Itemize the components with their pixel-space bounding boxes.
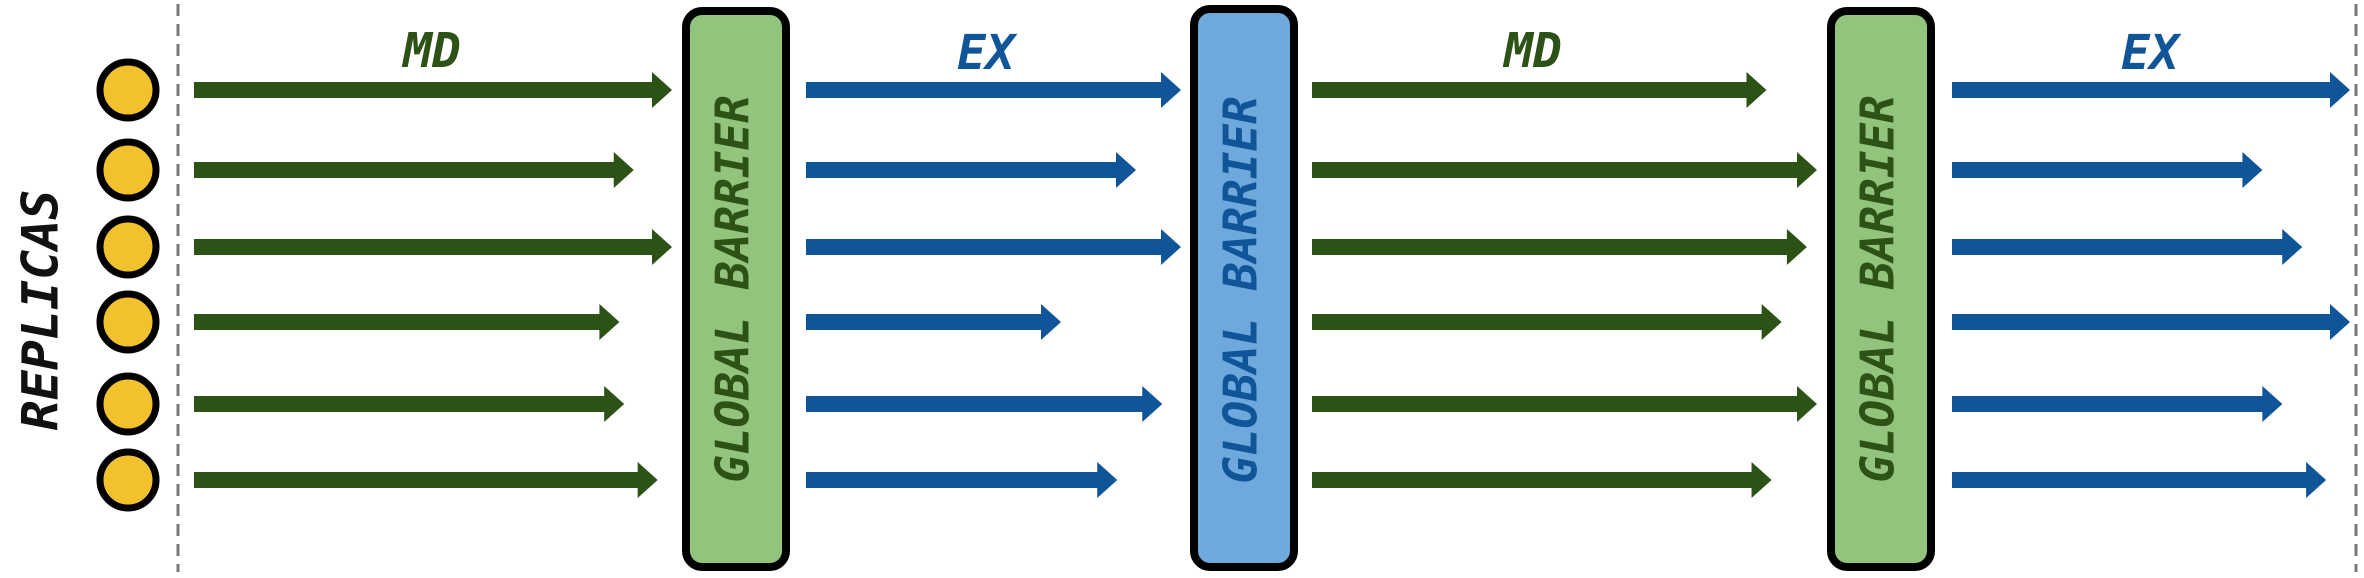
ex-progress-arrow [1952,72,2350,108]
replica-circle [96,215,160,279]
global-barrier-3: GLOBAL BARRIER [1827,7,1935,571]
arrow-shaft [806,314,1043,330]
barrier-box [682,7,790,571]
arrow-shaft [194,314,602,330]
arrow-head [2330,304,2350,340]
phase-labels: MD EX MD EX [401,23,2182,81]
phase-label-ex-1: EX [957,25,1018,81]
arrow-head [1041,304,1061,340]
arrow-shaft [806,162,1118,178]
ex-progress-arrow [1952,152,2263,188]
ex-progress-arrow [1952,462,2327,498]
arrow-shaft [1952,239,2285,255]
ex-progress-arrow [806,462,1118,498]
arrow-shaft [1952,82,2332,98]
arrow-head [1142,386,1163,422]
barrier-label: GLOBAL BARRIER [1214,96,1268,484]
arrow-head [1161,72,1181,108]
arrow-head [652,72,672,108]
arrow-head [2262,386,2283,422]
replica-progress-arrows [194,72,2350,498]
arrow-shaft [1312,239,1789,255]
arrow-shaft [806,396,1145,412]
phase-label-ex-2: EX [2121,25,2182,81]
barrier-box [1827,7,1935,571]
md-progress-arrow [194,304,620,340]
replica-circle [96,138,160,202]
ex-progress-arrow [806,229,1181,265]
arrow-shaft [194,396,607,412]
replica-circle [96,372,160,436]
arrow-head [1797,152,1817,188]
ex-progress-arrow [806,304,1061,340]
arrow-head [1797,386,1817,422]
md-progress-arrow [1312,462,1772,498]
replica-circle [96,290,160,354]
arrow-shaft [1312,472,1754,488]
arrow-head [2330,72,2350,108]
arrow-shaft [1952,162,2245,178]
arrow-shaft [806,82,1163,98]
md-progress-arrow [1312,72,1767,108]
arrow-shaft [194,472,640,488]
arrow-head [2306,462,2327,498]
global-barrier-1: GLOBAL BARRIER [682,7,790,571]
arrow-shaft [1952,396,2265,412]
arrow-shaft [806,239,1163,255]
arrow-head [1161,229,1181,265]
md-progress-arrow [1312,386,1817,422]
arrow-head [604,386,625,422]
arrow-shaft [1312,82,1749,98]
arrow-head [652,229,672,265]
arrow-shaft [1312,314,1764,330]
barrier-box [1190,5,1298,571]
arrow-head [2282,229,2303,265]
phase-label-md-1: MD [401,23,461,79]
ex-progress-arrow [806,72,1181,108]
arrow-shaft [194,82,654,98]
md-progress-arrow [194,152,634,188]
arrow-head [637,462,658,498]
arrow-head [2242,152,2263,188]
ex-progress-arrow [1952,304,2350,340]
arrow-head [1097,462,1118,498]
md-progress-arrow [1312,304,1782,340]
replicas-axis-label: REPLICAS [12,190,70,431]
md-progress-arrow [194,72,672,108]
ex-progress-arrow [1952,386,2283,422]
arrow-head [1786,229,1807,265]
ex-progress-arrow [1952,229,2303,265]
arrow-head [1116,152,1136,188]
arrow-shaft [806,472,1100,488]
global-barrier-2: GLOBAL BARRIER [1190,5,1298,571]
md-progress-arrow [194,462,658,498]
arrow-head [1761,304,1782,340]
arrow-head [1746,72,1767,108]
barrier-label: GLOBAL BARRIER [706,95,760,483]
arrow-shaft [194,162,616,178]
md-progress-arrow [194,386,625,422]
replica-markers [96,58,160,512]
ex-progress-arrow [806,386,1163,422]
arrow-head [613,152,634,188]
replica-circle [96,448,160,512]
arrow-shaft [1952,472,2309,488]
ex-progress-arrow [806,152,1136,188]
md-progress-arrow [1312,152,1817,188]
arrow-shaft [1312,162,1799,178]
phase-label-md-2: MD [1502,23,1562,79]
arrow-shaft [1952,314,2332,330]
replica-circle [96,58,160,122]
arrow-head [599,304,620,340]
md-progress-arrow [194,229,672,265]
md-progress-arrow [1312,229,1807,265]
arrow-head [1751,462,1772,498]
barrier-label: GLOBAL BARRIER [1851,95,1905,483]
arrow-shaft [194,239,654,255]
arrow-shaft [1312,396,1799,412]
